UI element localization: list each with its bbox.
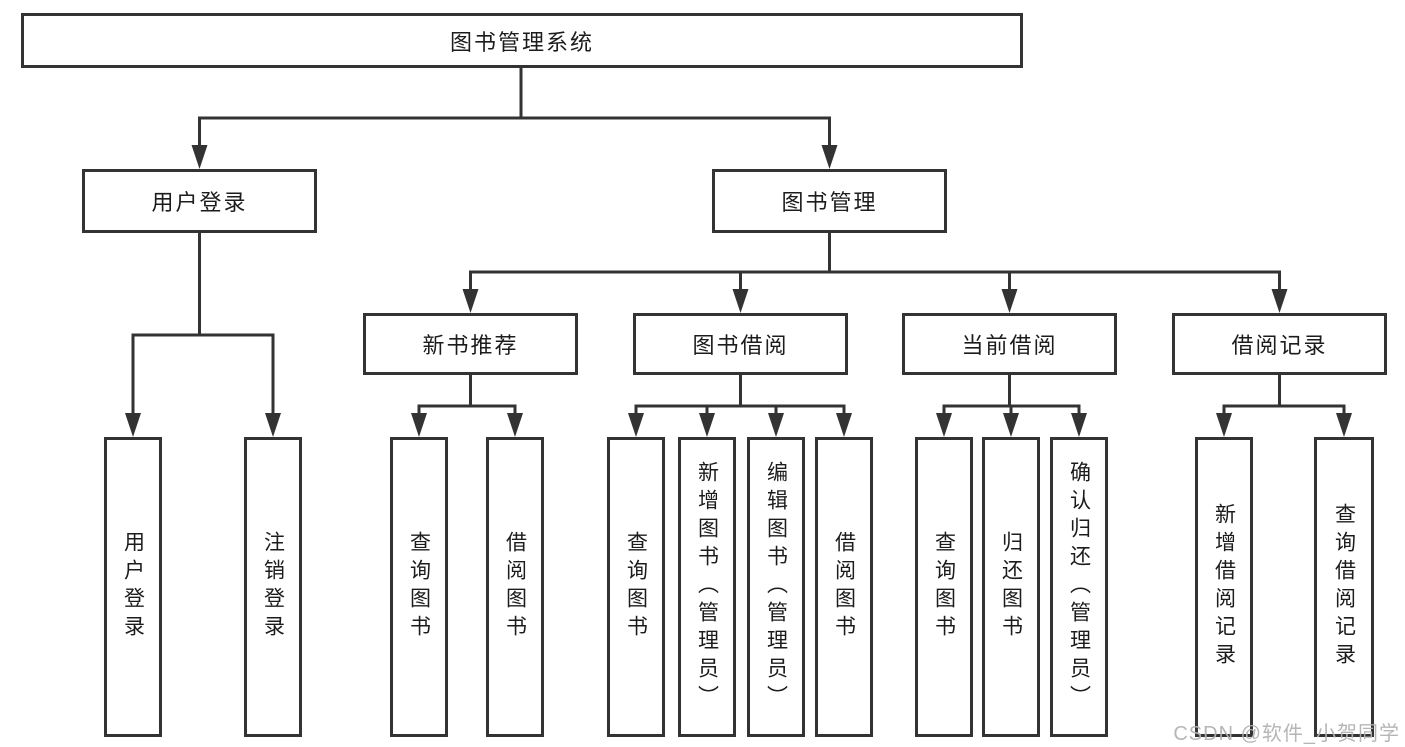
node-leaf-edit-book-admin: 编辑图书（管理员） bbox=[747, 437, 805, 737]
connector-paths bbox=[131, 68, 1346, 414]
node-leaf-borrow-books-recommend: 借阅图书 bbox=[486, 437, 544, 737]
node-current-borrowing: 当前借阅 bbox=[902, 313, 1117, 375]
node-leaf-add-borrow-record: 新增借阅记录 bbox=[1195, 437, 1253, 737]
node-leaf-user-login: 用户登录 bbox=[104, 437, 162, 737]
node-leaf-confirm-return-admin: 确认归还（管理员） bbox=[1050, 437, 1108, 737]
node-leaf-query-books-recommend: 查询图书 bbox=[390, 437, 448, 737]
node-leaf-add-book-admin: 新增图书（管理员） bbox=[678, 437, 736, 737]
node-leaf-return-books: 归还图书 bbox=[982, 437, 1040, 737]
node-system: 图书管理系统 bbox=[21, 13, 1023, 68]
node-user-login: 用户登录 bbox=[82, 169, 317, 233]
node-leaf-query-books-borrowing: 查询图书 bbox=[607, 437, 665, 737]
node-borrowing-records: 借阅记录 bbox=[1172, 313, 1387, 375]
watermark: CSDN @软件_小贺同学 bbox=[1173, 723, 1400, 745]
arrowheads bbox=[125, 145, 1352, 437]
node-book-borrowing: 图书借阅 bbox=[633, 313, 848, 375]
node-leaf-query-books-current: 查询图书 bbox=[915, 437, 973, 737]
node-new-book-recommend: 新书推荐 bbox=[363, 313, 578, 375]
node-leaf-query-borrow-record: 查询借阅记录 bbox=[1314, 437, 1374, 737]
node-book-management: 图书管理 bbox=[712, 169, 947, 233]
node-leaf-logout: 注销登录 bbox=[244, 437, 302, 737]
node-leaf-borrow-books-borrowing: 借阅图书 bbox=[815, 437, 873, 737]
